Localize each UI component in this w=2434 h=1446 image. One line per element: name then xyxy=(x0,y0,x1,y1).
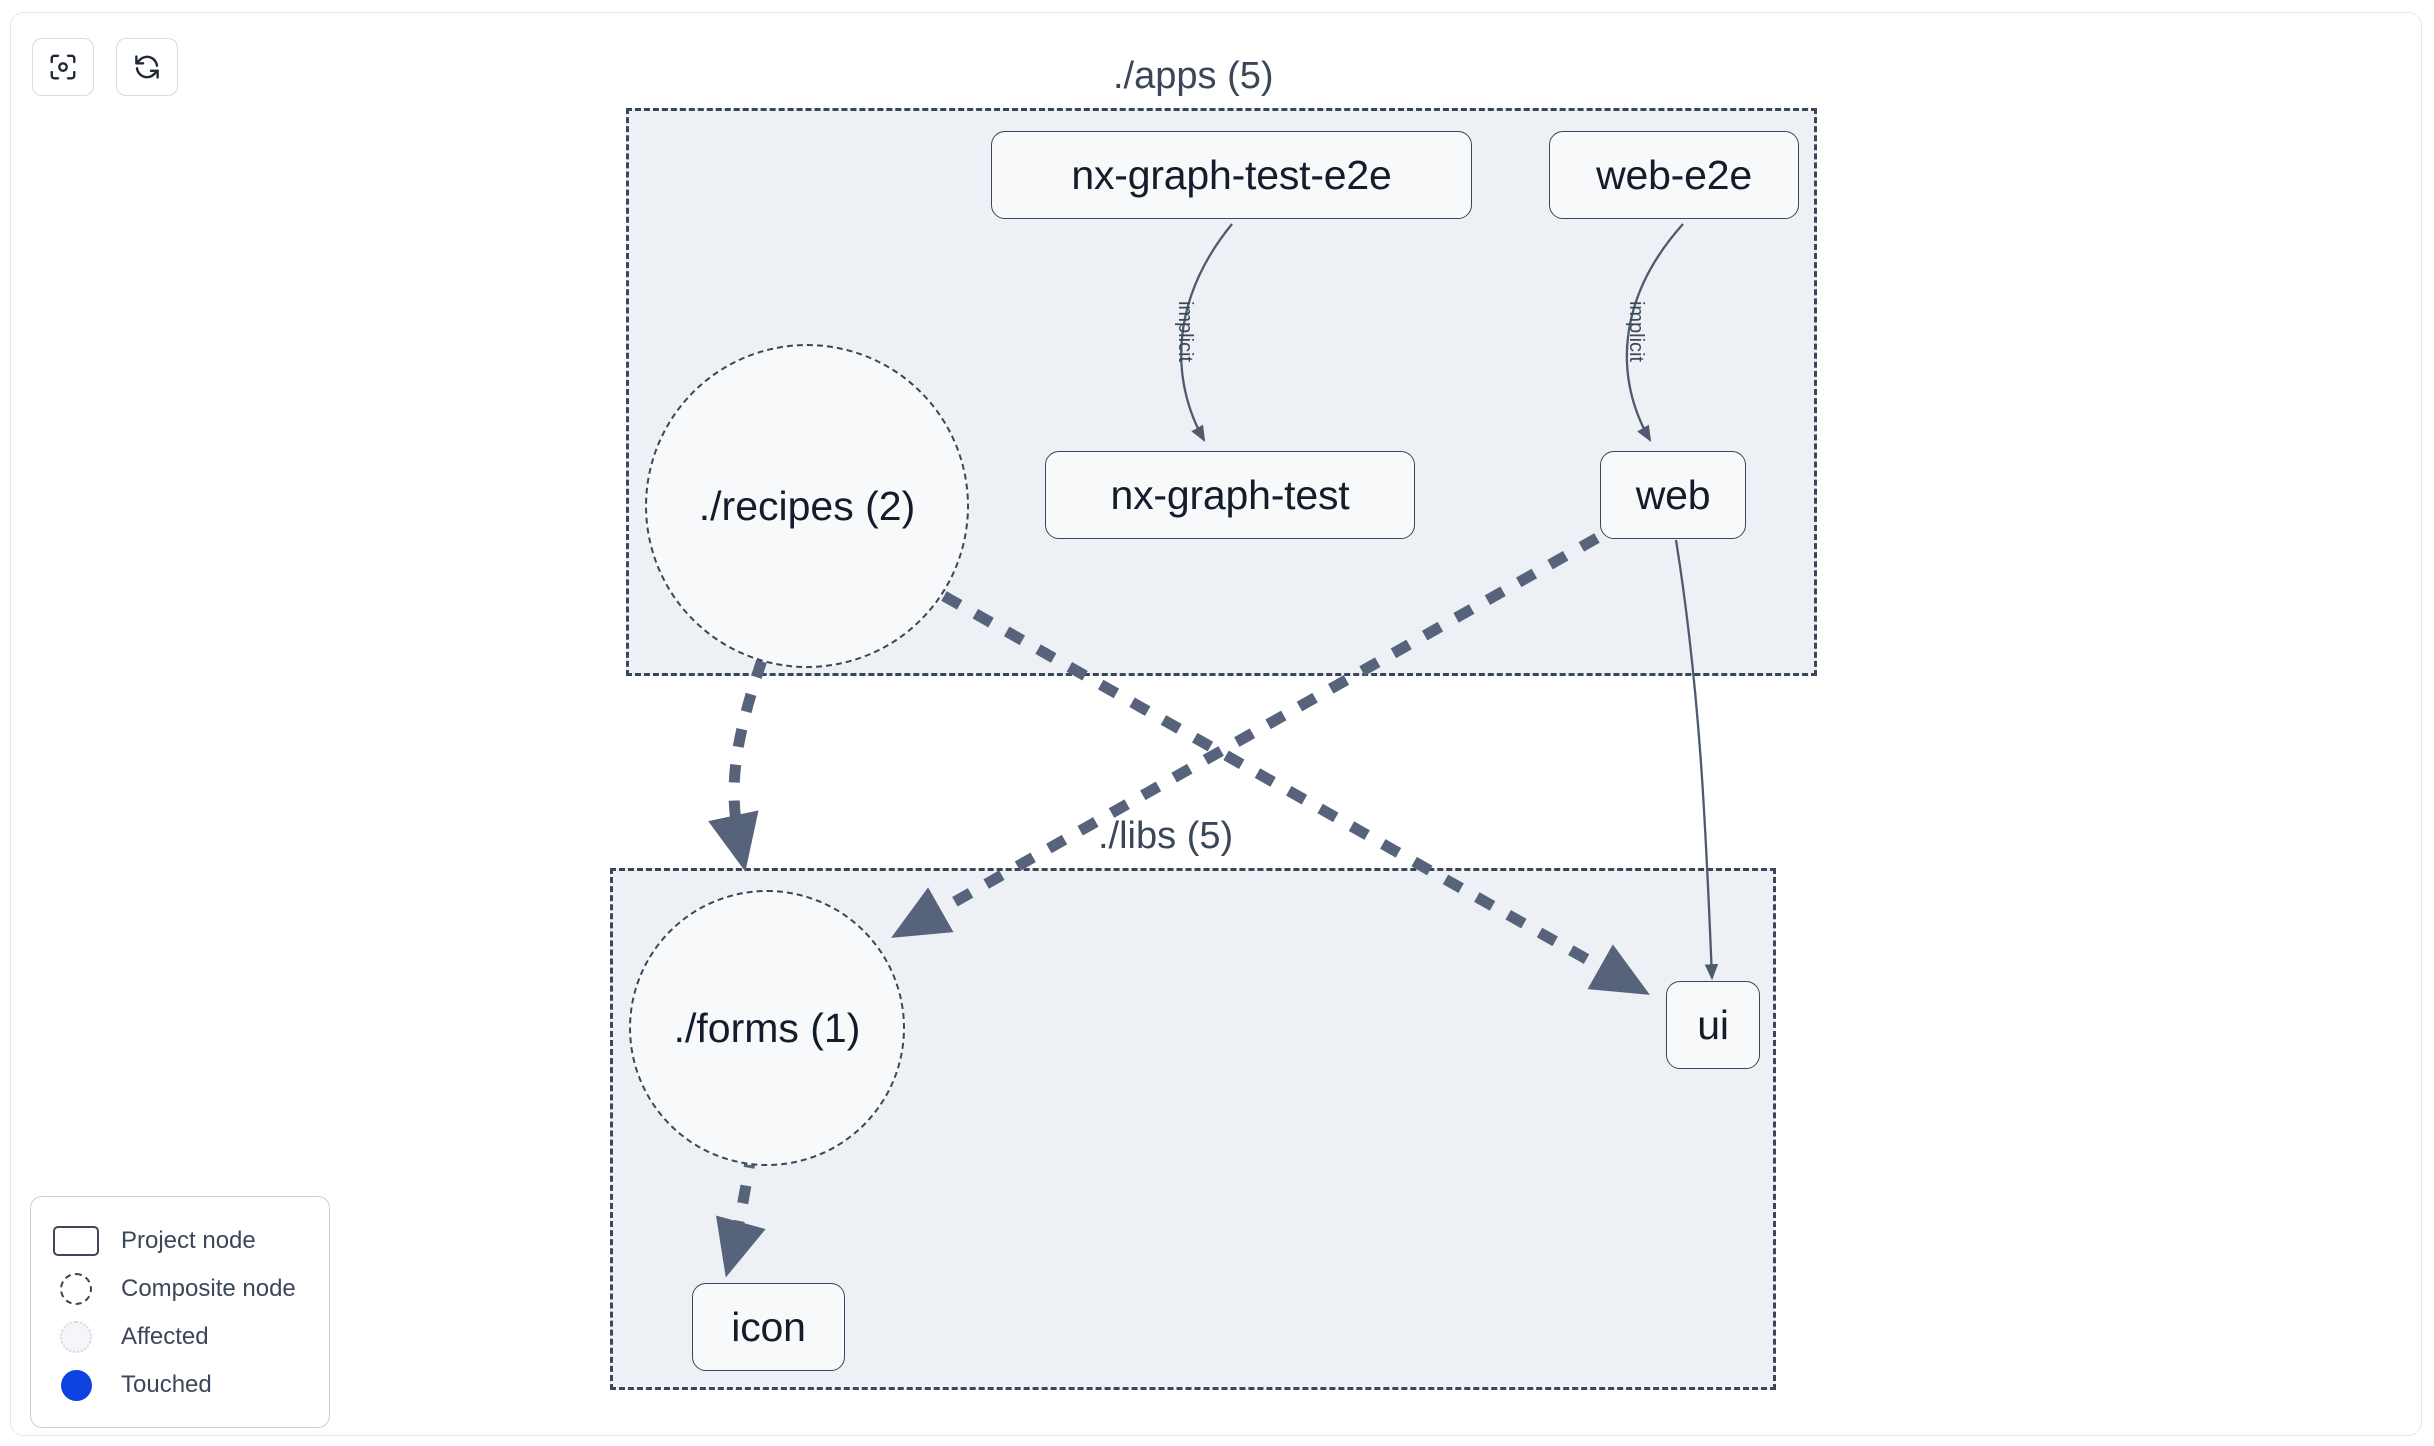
edge-nx-graph-test-e2e-to-nx-graph-test[interactable] xyxy=(1180,223,1233,442)
refresh-graph-button[interactable] xyxy=(116,38,178,96)
edge-web-to-forms[interactable] xyxy=(891,533,1600,938)
group-apps-label: ./apps (5) xyxy=(1113,55,1274,97)
legend-label-affected: Affected xyxy=(121,1323,209,1350)
legend-label-touched: Touched xyxy=(121,1371,212,1398)
node-recipes[interactable]: ./recipes (2) xyxy=(645,344,969,668)
focus-graph-button[interactable] xyxy=(32,38,94,96)
affected-swatch xyxy=(53,1321,99,1353)
legend-label-project-node: Project node xyxy=(121,1227,256,1254)
edge-recipes-to-forms[interactable] xyxy=(708,658,768,872)
node-nx-graph-test[interactable]: nx-graph-test xyxy=(1045,451,1415,539)
group-libs-label: ./libs (5) xyxy=(1098,815,1234,857)
edge-forms-to-icon[interactable] xyxy=(715,1149,766,1278)
focus-target-icon xyxy=(48,52,78,82)
node-web[interactable]: web xyxy=(1600,451,1746,539)
edge-label-implicit-2: implicit xyxy=(1625,300,1648,363)
graph-toolbar xyxy=(32,38,178,96)
legend-item-touched: Touched xyxy=(53,1361,311,1409)
graph-legend: Project node Composite node Affected Tou… xyxy=(30,1196,330,1428)
touched-swatch xyxy=(53,1369,99,1401)
legend-item-affected: Affected xyxy=(53,1313,311,1361)
refresh-icon xyxy=(132,52,162,82)
edge-web-to-ui[interactable] xyxy=(1674,539,1719,981)
project-node-swatch xyxy=(53,1226,99,1256)
edge-label-implicit-1: implicit xyxy=(1174,300,1197,363)
edge-recipes-to-ui[interactable] xyxy=(941,591,1650,995)
legend-label-composite-node: Composite node xyxy=(121,1275,296,1302)
node-icon[interactable]: icon xyxy=(692,1283,845,1371)
composite-node-swatch xyxy=(53,1273,99,1305)
node-web-e2e[interactable]: web-e2e xyxy=(1549,131,1799,219)
node-nx-graph-test-e2e[interactable]: nx-graph-test-e2e xyxy=(991,131,1472,219)
node-ui[interactable]: ui xyxy=(1666,981,1760,1069)
legend-item-project-node: Project node xyxy=(53,1217,311,1265)
node-forms[interactable]: ./forms (1) xyxy=(629,890,905,1166)
edge-web-e2e-to-web[interactable] xyxy=(1625,223,1684,442)
legend-item-composite-node: Composite node xyxy=(53,1265,311,1313)
